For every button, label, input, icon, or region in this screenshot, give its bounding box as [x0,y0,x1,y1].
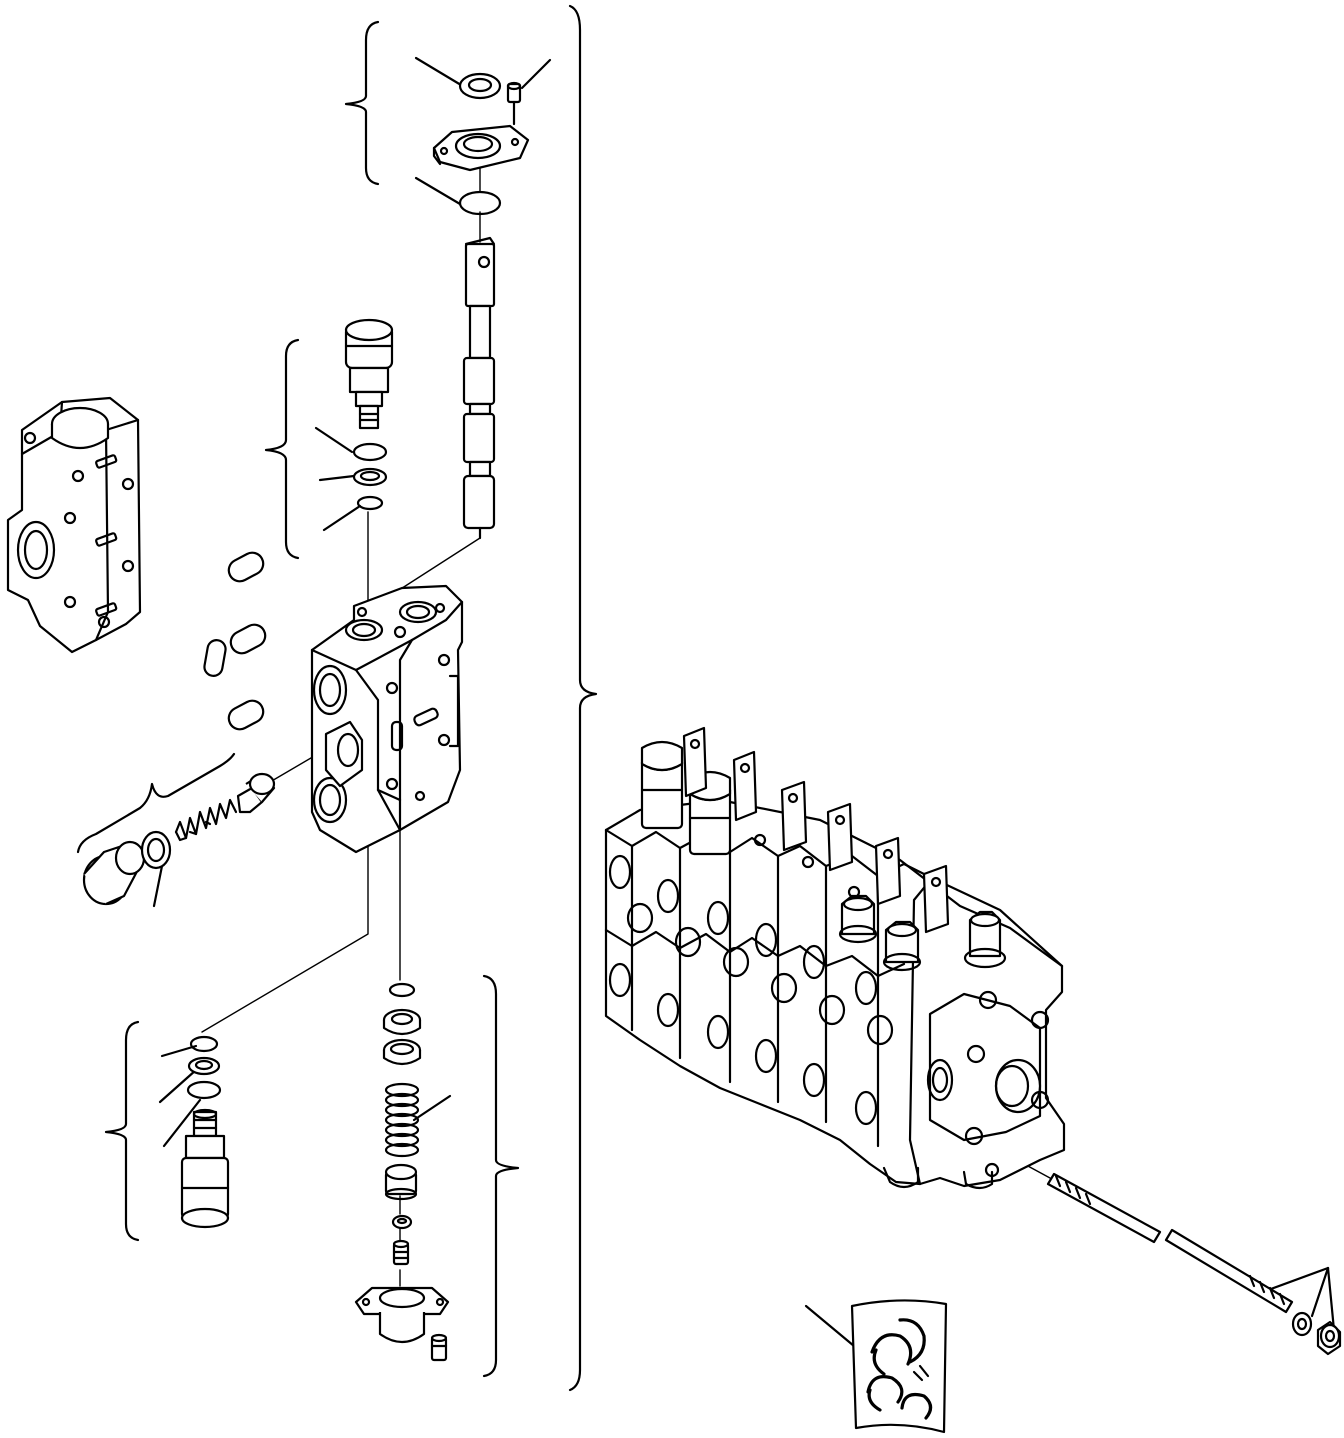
backup-ring-lower [187,1056,221,1076]
brace-top-kit [344,20,380,186]
wiper-seal [458,72,502,100]
o-ring-lower-2 [186,1080,222,1100]
bank-fittings [753,833,1007,972]
center-lines [201,131,1051,1287]
brace-upper-relief [264,338,300,560]
tie-rod-kit [1046,1172,1342,1356]
end-cover [6,396,142,654]
brace-check-kit [76,752,236,854]
o-ring-upper-2 [356,495,384,511]
seal-plate-top [432,124,530,172]
bank-relief-cap-1 [640,740,684,830]
brace-lower-relief [104,1020,140,1242]
brace-main-right [568,4,598,1392]
braces [76,4,598,1392]
o-ring-top [458,190,502,216]
spool-seal-kit-top [432,72,530,216]
relief-valve-cartridge-lower [180,1108,230,1229]
o-ring-lower-1 [189,1035,219,1053]
wiper-ring-lower [388,982,416,998]
check-valve-kit [82,772,276,906]
cap-screw-top [506,81,522,126]
bank-spool-clevis [682,726,950,934]
check-spring [174,798,238,842]
return-spring [384,1082,420,1158]
check-plug [82,840,146,906]
valve-section-body [310,584,464,854]
valve-bank-assembly [604,726,1066,1190]
section-o-rings [203,551,267,731]
spool-end-bolt [392,1239,410,1266]
tie-rod [1046,1172,1294,1314]
spring-seat-lower [384,1163,418,1201]
seal-kit-package [850,1299,948,1434]
check-poppet [236,772,276,814]
cap-screw-bottom [430,1333,448,1362]
spring-cap [354,1286,450,1344]
tie-rod-nut [1316,1320,1342,1356]
o-ring-upper-1 [352,442,388,462]
spool-end-washer [391,1214,413,1230]
leader-lines [152,56,1336,1348]
tie-rod-washer [1291,1311,1313,1337]
relief-valve-cartridge-upper [344,318,394,430]
brace-spring-kit [482,974,520,1378]
check-seal [140,830,172,870]
relief-valve-kit-lower [180,1035,230,1229]
relief-valve-kit-upper [344,318,394,511]
spring-return-kit [354,982,450,1362]
spool [462,236,496,540]
